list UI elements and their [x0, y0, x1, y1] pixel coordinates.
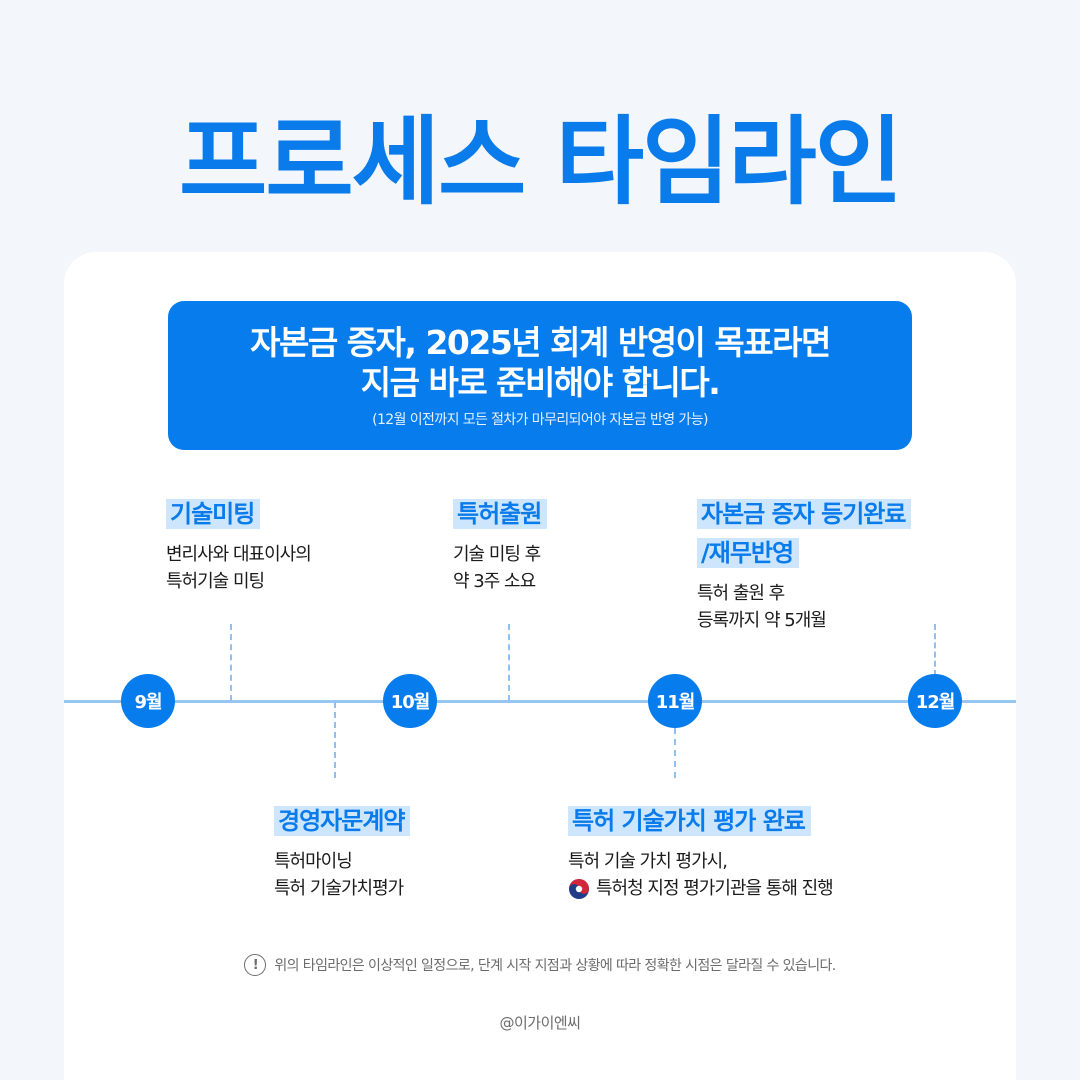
milestone-desc-line: 특허 출원 후: [697, 583, 785, 604]
exclamation-circle-icon: !: [244, 954, 267, 976]
milestone-title: 기술미팅: [166, 499, 261, 529]
month-marker-nov: 11월: [648, 674, 702, 728]
connector-patent-filing: [508, 624, 510, 701]
banner-headline-line2: 지금 바로 준비해야 합니다.: [360, 363, 721, 402]
month-marker-sep: 9월: [121, 674, 175, 728]
milestone-desc-line: 특허 기술 가치 평가시,: [568, 851, 728, 872]
milestone-title-line2: /재무반영: [697, 538, 800, 568]
milestone-title: 특허출원: [453, 499, 548, 529]
milestone-desc: 특허마이닝 특허 기술가치평가: [274, 848, 410, 902]
milestone-tech-meeting: 기술미팅 변리사와 대표이사의 특허기술 미팅: [166, 496, 312, 595]
milestone-desc-line: 특허청 지정 평가기관을 통해 진행: [596, 878, 834, 899]
timeline-axis: [64, 700, 1016, 703]
disclaimer-notice: ! 위의 타임라인은 이상적인 일정으로, 단계 시작 지점과 상황에 따라 정…: [0, 954, 1080, 976]
milestone-patent-filing: 특허출원 기술 미팅 후 약 3주 소요: [453, 496, 548, 595]
milestone-desc-line: 특허 기술가치평가: [274, 878, 404, 899]
milestone-desc: 특허 출원 후 등록까지 약 5개월: [697, 580, 967, 634]
korea-government-emblem-icon: [569, 878, 589, 899]
milestone-desc-line: 특허기술 미팅: [166, 571, 265, 592]
disclaimer-text: 위의 타임라인은 이상적인 일정으로, 단계 시작 지점과 상황에 따라 정확한…: [274, 958, 836, 974]
milestone-desc: 기술 미팅 후 약 3주 소요: [453, 541, 547, 595]
banner-note: (12월 이전까지 모든 절차가 마무리되어야 자본금 반영 가능): [372, 412, 708, 428]
milestone-desc-line: 약 3주 소요: [453, 571, 536, 592]
connector-tech-meeting: [230, 624, 232, 701]
connector-valuation-complete: [674, 728, 676, 778]
milestone-capital-registration: 자본금 증자 등기완료 /재무반영 특허 출원 후 등록까지 약 5개월: [697, 496, 967, 634]
milestone-title: 경영자문계약: [274, 806, 411, 836]
milestone-desc-line: 변리사와 대표이사의: [166, 544, 312, 565]
milestone-desc-line: 등록까지 약 5개월: [697, 610, 827, 631]
connector-advisory-contract: [334, 702, 336, 778]
milestone-desc-line: 기술 미팅 후: [453, 544, 541, 565]
connector-capital-registration: [934, 624, 936, 676]
milestone-valuation-complete: 특허 기술가치 평가 완료 특허 기술 가치 평가시, 특허청 지정 평가기관을…: [568, 803, 834, 902]
month-marker-dec: 12월: [908, 674, 962, 728]
milestone-desc: 특허 기술 가치 평가시, 특허청 지정 평가기관을 통해 진행: [568, 848, 834, 902]
brand-handle: @이가이엔씨: [499, 1014, 581, 1032]
milestone-advisory-contract: 경영자문계약 특허마이닝 특허 기술가치평가: [274, 803, 411, 902]
month-marker-oct: 10월: [383, 674, 437, 728]
milestone-title: 특허 기술가치 평가 완료: [568, 806, 811, 836]
milestone-title-line1: 자본금 증자 등기완료: [697, 499, 912, 529]
banner-headline-line1: 자본금 증자, 2025년 회계 반영이 목표라면: [250, 323, 831, 362]
page-title: 프로세스 타임라인: [179, 106, 903, 218]
milestone-desc: 변리사와 대표이사의 특허기술 미팅: [166, 541, 312, 595]
headline-banner: 자본금 증자, 2025년 회계 반영이 목표라면 지금 바로 준비해야 합니다…: [168, 301, 912, 450]
milestone-desc-line: 특허마이닝: [274, 851, 353, 872]
